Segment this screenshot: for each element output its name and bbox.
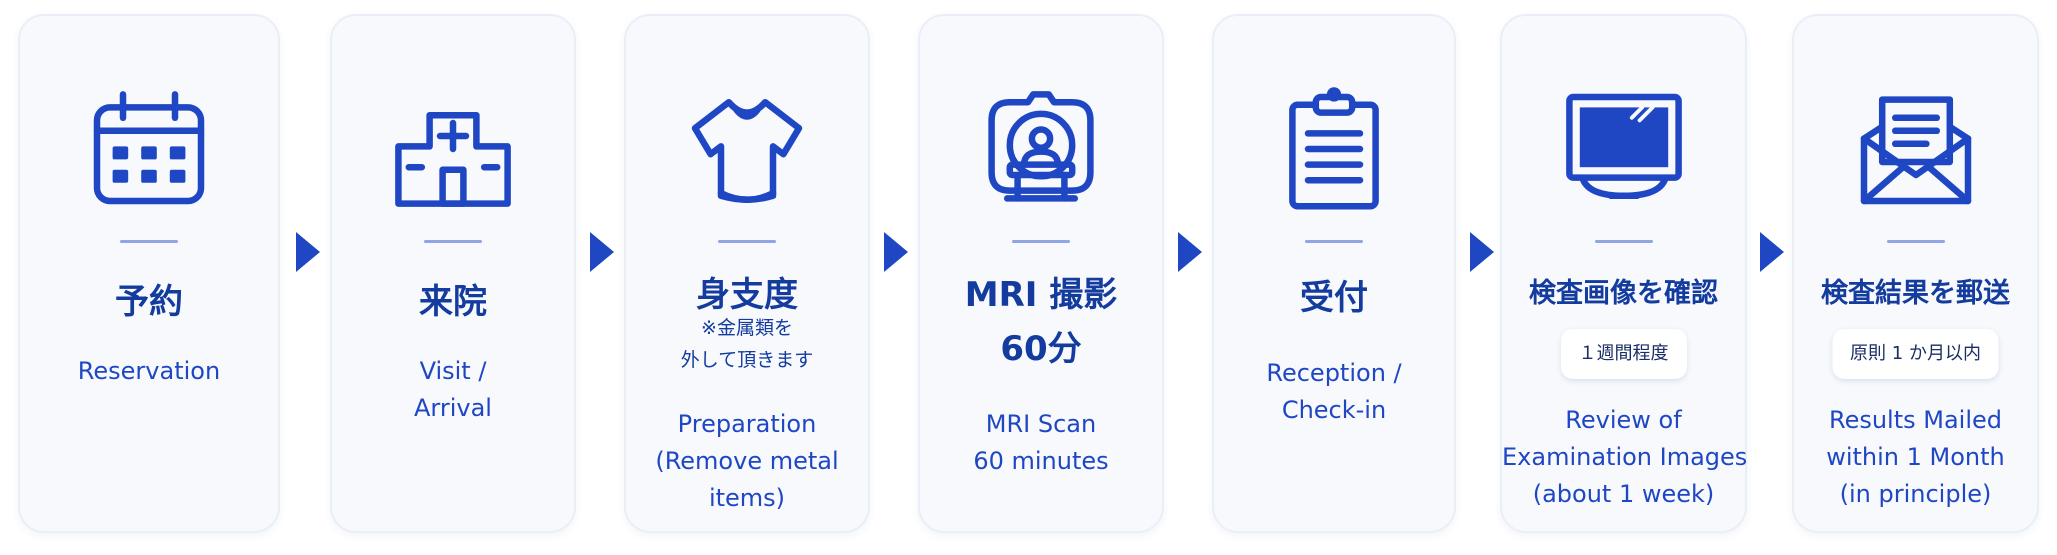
english-line: Check-in <box>1281 396 1387 424</box>
step-title: 受付 <box>1300 278 1368 318</box>
step-card-results-mailed: 検査結果を郵送 原則 1 か月以内 Results Mailed within … <box>1792 14 2039 533</box>
divider <box>424 240 482 243</box>
step-card-preparation: 身支度 ※金属類を 外して頂きます Preparation (Remove me… <box>624 14 870 533</box>
step-title: 検査画像を確認 <box>1529 278 1718 309</box>
step-card-mri-scan: MRI 撮影 60分 MRI Scan 60 minutes <box>918 14 1164 533</box>
divider <box>1594 240 1653 243</box>
flow-arrow-5 <box>1470 232 1494 272</box>
english-line: Reservation <box>77 357 221 385</box>
clipboard-icon <box>1269 84 1399 214</box>
step-english-label: Visit / Arrival <box>332 353 574 427</box>
divider <box>718 240 776 243</box>
flow-arrow-3 <box>884 232 908 272</box>
flow-arrow-1 <box>296 232 320 272</box>
english-line: within 1 Month <box>1826 443 2005 471</box>
calendar-icon <box>84 84 214 214</box>
note-line: ※金属類を <box>701 317 793 339</box>
flow-arrow-4 <box>1178 232 1202 272</box>
step-card-reception: 受付 Reception / Check-in <box>1212 14 1456 533</box>
step-title: 予約 <box>115 282 183 322</box>
envelope-icon <box>1851 84 1981 214</box>
english-line: Review of <box>1565 406 1682 434</box>
step-card-image-review: 検査画像を確認 １週間程度 Review of Examination Imag… <box>1500 14 1747 533</box>
english-line: Visit / <box>419 357 487 385</box>
shirt-icon <box>682 84 812 214</box>
divider <box>1012 240 1070 243</box>
duration-badge: １週間程度 <box>1560 329 1687 379</box>
english-line: (about 1 week) <box>1532 480 1715 508</box>
divider <box>1305 240 1363 243</box>
note-line: 外して頂きます <box>680 349 814 371</box>
step-english-label: MRI Scan 60 minutes <box>920 406 1162 480</box>
english-line: Examination Images <box>1502 443 1748 471</box>
flow-arrow-6 <box>1760 232 1784 272</box>
step-title: 身支度 <box>696 275 798 315</box>
english-line: (Remove metal <box>655 447 839 475</box>
english-line: 60 minutes <box>973 447 1109 475</box>
step-english-label: Reception / Check-in <box>1214 355 1454 429</box>
flow-arrow-2 <box>590 232 614 272</box>
hospital-icon <box>388 84 518 214</box>
english-line: Results Mailed <box>1828 406 2003 434</box>
english-line: items) <box>708 484 786 512</box>
mri-scanner-icon <box>976 84 1106 214</box>
duration-badge: 原則 1 か月以内 <box>1832 329 1999 379</box>
title-line: 60分 <box>1000 329 1082 369</box>
english-line: Preparation <box>677 410 817 438</box>
step-english-label: Results Mailed within 1 Month (in princi… <box>1794 402 2037 513</box>
step-english-label: Preparation (Remove metal items) <box>626 406 868 517</box>
monitor-icon <box>1559 84 1689 214</box>
divider <box>120 240 178 243</box>
step-english-label: Review of Examination Images (about 1 we… <box>1502 402 1748 513</box>
step-title: 来院 <box>419 282 487 322</box>
step-title: 検査結果を郵送 <box>1821 278 2010 309</box>
step-title: MRI 撮影 60分 <box>920 268 1162 376</box>
english-line: Arrival <box>414 394 492 422</box>
step-english-label: Reservation <box>20 353 278 390</box>
metal-removal-note: ※金属類を 外して頂きます <box>626 312 868 376</box>
step-card-visit: 来院 Visit / Arrival <box>330 14 576 533</box>
title-line: MRI 撮影 <box>964 275 1118 315</box>
step-card-reservation: 予約 Reservation <box>18 14 280 533</box>
english-line: MRI Scan <box>985 410 1097 438</box>
english-line: (in principle) <box>1839 480 1992 508</box>
english-line: Reception / <box>1266 359 1402 387</box>
divider <box>1886 240 1945 243</box>
